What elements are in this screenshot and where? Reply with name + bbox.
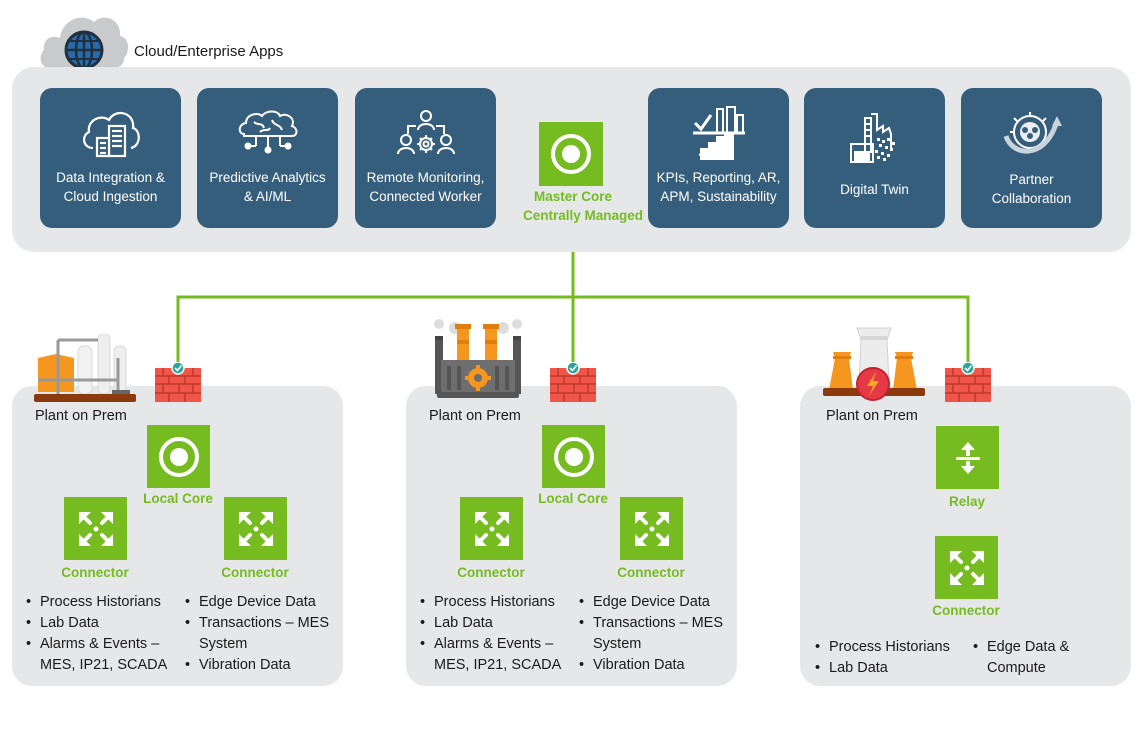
connector-label: Connector <box>61 565 129 580</box>
cloud-globe-icon <box>38 6 130 72</box>
plant-1-sources-left: Process Historians Lab Data Alarms & Eve… <box>26 592 167 676</box>
app-label-line: & AI/ML <box>243 189 292 204</box>
data-source-item: Lab Data <box>815 658 950 679</box>
data-source-item: Alarms & Events –MES, IP21, SCADA <box>26 634 167 676</box>
team-gear-icon <box>355 88 496 168</box>
app-label-line: Connected Worker <box>369 189 482 204</box>
expand-arrows-icon <box>78 511 113 546</box>
connector-label: Connector <box>617 565 685 580</box>
master-core-label: Master Core Centrally Managed <box>523 187 644 225</box>
connector-label: Connector <box>457 565 525 580</box>
app-card-predictive-analytics: Predictive Analytics & AI/ML <box>197 88 338 228</box>
connector-label: Connector <box>932 603 1000 618</box>
data-source-item: Lab Data <box>420 613 561 634</box>
partner-gear-icon <box>961 88 1102 170</box>
target-icon <box>158 436 199 477</box>
refinery-icon <box>34 333 136 406</box>
master-core-label-line: Centrally Managed <box>523 208 644 223</box>
app-card-kpis-reporting: KPIs, Reporting, AR, APM, Sustainability <box>648 88 789 228</box>
data-source-item: Process Historians <box>420 592 561 613</box>
app-label-line: Partner <box>1009 172 1054 187</box>
firewall-icon <box>945 361 991 402</box>
relay-arrows-icon <box>955 441 980 474</box>
app-label-line: Digital Twin <box>840 182 909 197</box>
app-card-label: Digital Twin <box>834 180 915 199</box>
connector-label: Connector <box>221 565 289 580</box>
data-source-item: Alarms & Events –MES, IP21, SCADA <box>420 634 561 676</box>
expand-arrows-icon <box>634 511 669 546</box>
data-source-item: Process Historians <box>26 592 167 613</box>
factory-icon <box>433 318 523 402</box>
data-source-item: Vibration Data <box>185 655 329 676</box>
app-card-remote-monitoring: Remote Monitoring, Connected Worker <box>355 88 496 228</box>
firewall-icon <box>550 361 596 402</box>
connector-node <box>620 497 683 560</box>
plant-3-sources-right: Edge Data &Compute <box>973 637 1069 679</box>
plant-2-label: Plant on Prem <box>429 408 521 424</box>
connector-node <box>224 497 287 560</box>
app-label-line: KPIs, Reporting, AR, <box>656 170 781 185</box>
app-label-line: Data Integration & <box>56 170 165 185</box>
relay-label: Relay <box>948 494 986 509</box>
app-label-line: Remote Monitoring, <box>366 170 485 185</box>
app-label-line: APM, Sustainability <box>660 189 777 204</box>
data-source-item: Lab Data <box>26 613 167 634</box>
app-card-label: Predictive Analytics & AI/ML <box>203 168 331 206</box>
target-icon <box>553 436 594 477</box>
plant-3-label: Plant on Prem <box>826 408 918 424</box>
expand-arrows-icon <box>949 550 984 585</box>
master-core-label-line: Master Core <box>533 189 613 204</box>
app-card-partner-collaboration: Partner Collaboration <box>961 88 1102 228</box>
data-source-item: Edge Data &Compute <box>973 637 1069 679</box>
app-label-line: Collaboration <box>991 191 1072 206</box>
expand-arrows-icon <box>474 511 509 546</box>
app-card-label: Data Integration & Cloud Ingestion <box>50 168 171 206</box>
firewall-icon <box>155 361 201 402</box>
local-core-label: Local Core <box>143 491 213 506</box>
digital-factory-icon <box>804 88 945 180</box>
local-core-node <box>542 425 605 488</box>
cloud-server-icon <box>40 88 181 168</box>
kpi-chart-icon <box>648 88 789 168</box>
app-card-label: Remote Monitoring, Connected Worker <box>361 168 491 206</box>
master-core-node <box>539 122 603 186</box>
plant-3-sources-left: Process Historians Lab Data <box>815 637 950 679</box>
local-core-node <box>147 425 210 488</box>
connector-node <box>935 536 998 599</box>
app-card-data-integration: Data Integration & Cloud Ingestion <box>40 88 181 228</box>
cloud-section-title: Cloud/Enterprise Apps <box>134 43 284 60</box>
brain-circuit-icon <box>197 88 338 168</box>
connector-node <box>64 497 127 560</box>
local-core-label: Local Core <box>538 491 608 506</box>
data-source-item: Edge Device Data <box>579 592 723 613</box>
expand-arrows-icon <box>238 511 273 546</box>
data-source-item: Edge Device Data <box>185 592 329 613</box>
relay-node <box>936 426 999 489</box>
plant-1-label: Plant on Prem <box>35 408 127 424</box>
app-label-line: Cloud Ingestion <box>63 189 158 204</box>
connector-node <box>460 497 523 560</box>
app-card-digital-twin: Digital Twin <box>804 88 945 228</box>
power-plant-icon <box>823 326 925 404</box>
plant-2-sources-left: Process Historians Lab Data Alarms & Eve… <box>420 592 561 676</box>
app-card-label: KPIs, Reporting, AR, APM, Sustainability <box>651 168 787 206</box>
plant-2-sources-right: Edge Device Data Transactions – MESSyste… <box>579 592 723 676</box>
app-label-line: Predictive Analytics <box>209 170 326 185</box>
app-card-label: Partner Collaboration <box>986 170 1078 208</box>
target-icon <box>551 134 591 174</box>
data-source-item: Process Historians <box>815 637 950 658</box>
plant-1-sources-right: Edge Device Data Transactions – MESSyste… <box>185 592 329 676</box>
data-source-item: Vibration Data <box>579 655 723 676</box>
